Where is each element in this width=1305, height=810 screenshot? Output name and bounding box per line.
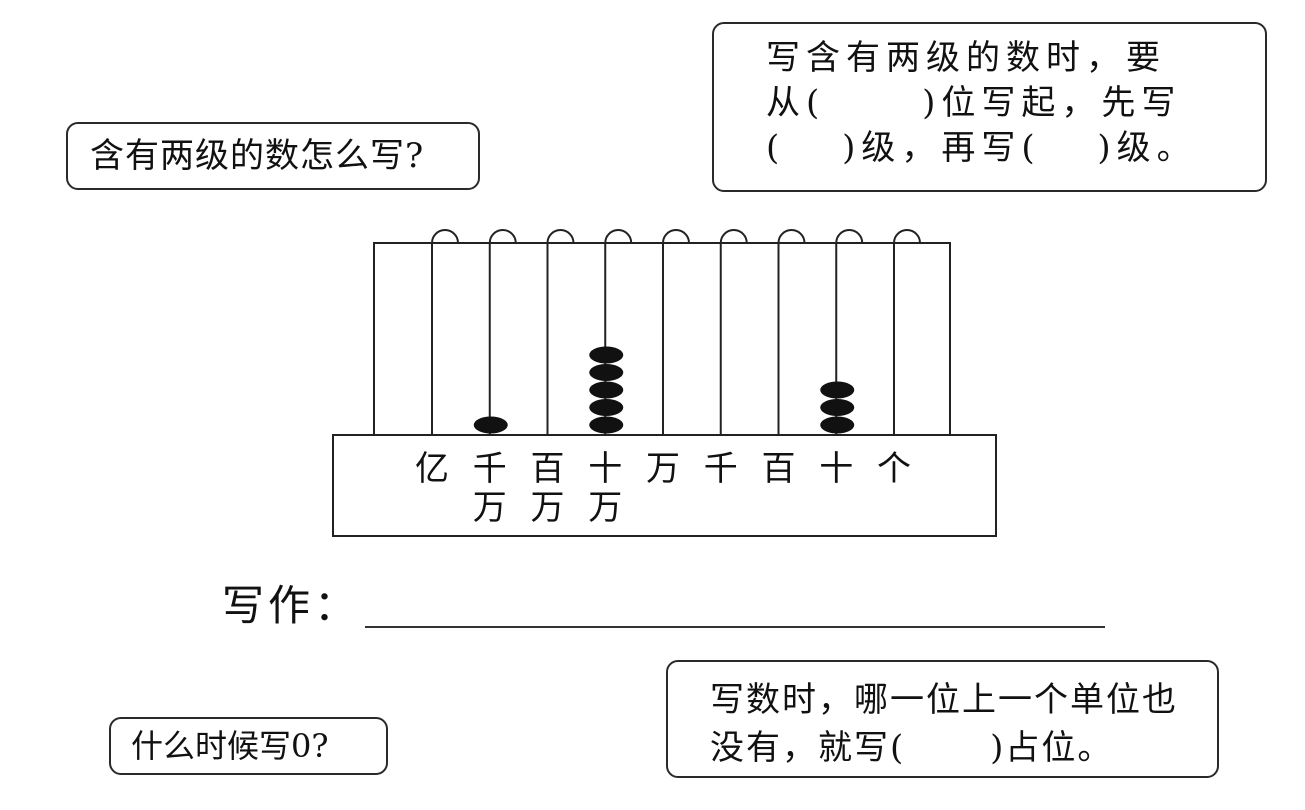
- abacus-rod-loop: [835, 229, 864, 244]
- abacus-bead: [820, 399, 855, 416]
- abacus-rod-loop: [604, 229, 633, 244]
- abacus-bead: [820, 381, 855, 399]
- write-answer-line[interactable]: [365, 626, 1105, 628]
- place-label-top: 十: [588, 449, 623, 489]
- abacus-rod-loop: [777, 229, 806, 244]
- abacus-rod-loop: [488, 229, 517, 244]
- place-label-top: 个: [877, 449, 911, 489]
- question-bottom-bubble: 什么时候写0?: [109, 717, 388, 775]
- place-label-top: 亿: [415, 449, 449, 489]
- info-top-line-3: ( )级，再写( )级。: [766, 128, 1197, 168]
- abacus-base: [332, 434, 997, 537]
- place-label-bottom: 万: [530, 488, 565, 528]
- abacus-rod-loop: [719, 229, 748, 244]
- abacus-rod-loop: [431, 229, 459, 244]
- abacus-bead: [589, 399, 624, 416]
- info-bottom-line-1: 写数时，哪一位上一个单位也: [710, 680, 1178, 720]
- abacus-bead: [589, 346, 624, 364]
- abacus-rod-loop: [662, 229, 690, 244]
- info-top-bubble: 写含有两级的数时，要 从( )位写起，先写 ( )级，再写( )级。: [712, 22, 1267, 192]
- write-label: 写作：: [222, 581, 361, 630]
- place-label-top: 千: [703, 449, 738, 489]
- info-top-line-2: 从( )位写起，先写: [766, 83, 1182, 123]
- question-bottom-text: 什么时候写0?: [131, 727, 329, 765]
- abacus-rod-loop: [893, 229, 921, 244]
- info-top-line-1: 写含有两级的数时，要: [766, 38, 1166, 78]
- place-label-bottom: 万: [472, 488, 507, 528]
- abacus-beads: [473, 346, 855, 434]
- place-label-top: 万: [646, 449, 680, 489]
- place-label-top: 百: [530, 449, 565, 489]
- place-label-bottom: 万: [588, 488, 623, 528]
- info-bottom-line-2: 没有，就写( )占位。: [710, 728, 1114, 768]
- place-label-top: 百: [761, 449, 796, 489]
- abacus-bead: [589, 364, 624, 381]
- place-label-top: 十: [819, 449, 854, 489]
- abacus-bead: [589, 381, 624, 399]
- abacus-rod-loop: [546, 229, 575, 244]
- abacus-bead: [589, 416, 624, 434]
- info-bottom-bubble: 写数时，哪一位上一个单位也 没有，就写( )占位。: [666, 660, 1219, 778]
- question-top-text: 含有两级的数怎么写?: [90, 136, 425, 176]
- abacus-bead: [473, 416, 508, 434]
- question-top-bubble: 含有两级的数怎么写?: [66, 122, 480, 190]
- place-label-top: 千: [472, 449, 507, 489]
- abacus-bead: [820, 416, 855, 434]
